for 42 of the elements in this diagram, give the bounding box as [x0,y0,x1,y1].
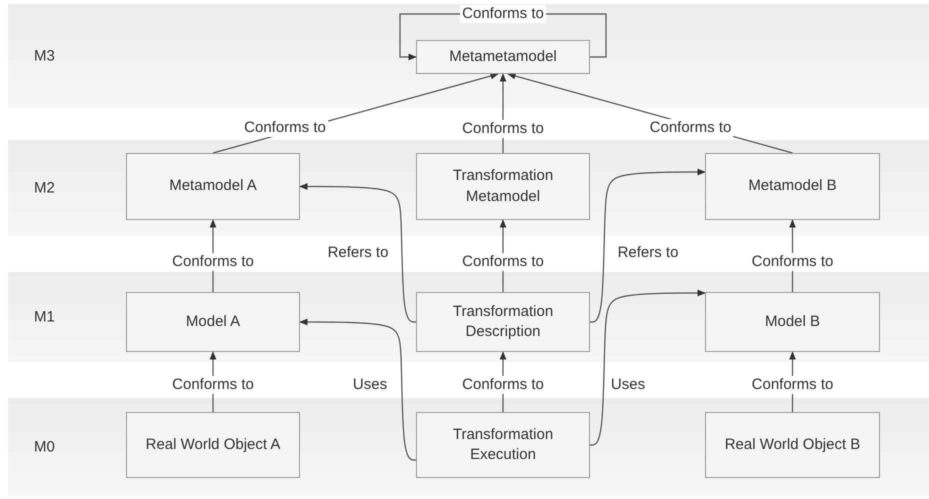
box-label: Model A [186,312,240,332]
box-label: Transformation Execution [452,424,554,465]
layer-label: M1 [34,308,55,326]
process-box [705,412,880,478]
edge-label: Conforms to [750,376,836,394]
edge-label: Conforms to [170,376,256,394]
box-label: Real World Object A [146,434,280,455]
edge-label: Conforms to [460,253,546,271]
layer-label: M3 [34,48,55,64]
layer-band [8,398,929,496]
box-label: Metamodel A [169,176,257,196]
process-box [416,412,590,478]
box-label: Transformation Description [452,302,554,342]
layer-band [8,272,929,362]
box-label: Model B [764,312,820,332]
layer-label: M2 [34,180,55,196]
process-box [416,292,590,352]
box-label: Real World Object B [724,434,860,455]
process-box [416,40,590,74]
process-box [126,412,300,478]
edge-label: Conforms to [750,253,836,271]
box-label: Metamodel B [748,176,837,196]
process-box [705,292,880,352]
arrow [590,290,706,446]
box-label: Metametamodel [449,46,557,67]
edge-label: Conforms to [460,376,546,394]
arrow [590,168,706,323]
process-box [126,153,300,220]
edge-label: Conforms to [460,120,546,138]
layer-band [8,4,929,108]
arrow [299,318,416,461]
edge-label: Conforms to [170,253,256,271]
edge-label: Conforms to [460,5,546,23]
layer-band [8,140,929,236]
arrow [299,183,416,323]
process-box [126,292,300,352]
layer-label: M0 [34,438,55,456]
process-box [416,153,590,220]
box-label: Transformation Metamodel [452,166,554,206]
edge-label: Conforms to [242,119,328,137]
edge-label: Conforms to [648,119,734,137]
process-box [705,153,880,220]
